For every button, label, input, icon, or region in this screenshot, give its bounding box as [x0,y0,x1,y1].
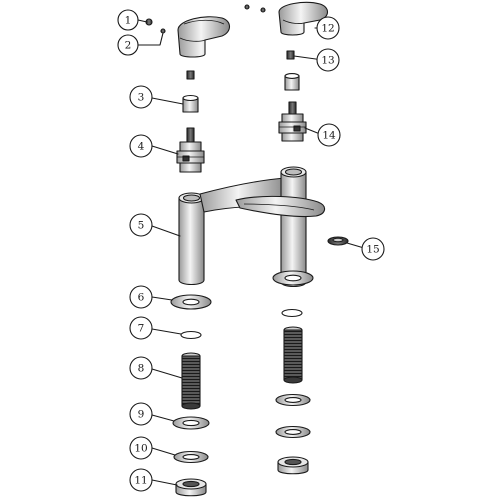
callout-12-label: 12 [321,23,334,35]
right-sleeve [284,73,300,91]
callout-11: 11 [129,468,153,492]
callout-10: 10 [129,436,153,460]
callout-9: 9 [129,402,153,426]
right-base-washer [272,270,314,286]
callout-4: 4 [129,134,153,158]
part-4-cartridge [176,127,205,173]
part-6-base-washer [170,294,212,310]
left-spindle-adapter [186,70,195,80]
callout-13: 13 [316,48,340,72]
part-14-cartridge [278,101,307,142]
callout-3-label: 3 [138,92,145,104]
part-8-threaded-shank [181,352,201,410]
callout-2: 2 [117,34,139,56]
callout-15: 15 [361,237,385,261]
callout-5: 5 [129,213,153,237]
left-handle [177,16,231,58]
callout-12: 12 [316,16,340,40]
callout-8: 8 [129,356,153,380]
part-7-o-ring [180,330,202,340]
part-9-washer [172,416,210,430]
callout-2-label: 2 [125,40,132,52]
part-11-nut [175,478,207,497]
callout-1-label: 1 [125,15,132,27]
part-3-sleeve [182,94,199,113]
part-12-right-handle [278,1,329,36]
right-washer-upper [275,393,311,407]
part-2-pin [160,28,166,34]
callout-6-label: 6 [138,292,145,304]
callout-14-label: 14 [322,130,336,142]
callout-4-label: 4 [138,141,145,153]
right-nut [277,456,309,475]
callout-13-label: 13 [321,55,334,67]
callout-8-label: 8 [138,363,145,375]
right-threaded-shank [283,326,303,384]
callout-11-label: 11 [134,475,147,487]
callout-3: 3 [129,85,153,109]
callout-9-label: 9 [138,409,145,421]
right-cap-screws [244,4,266,13]
callout-14: 14 [317,123,341,147]
right-washer-lower [275,425,311,439]
part-5-bridge-body [178,166,326,288]
part-15-aerator [327,236,349,246]
callout-15-label: 15 [366,244,379,256]
callout-7: 7 [129,316,153,340]
part-13-adapter [286,50,295,60]
callout-1: 1 [117,9,139,31]
callout-10-label: 10 [134,443,147,455]
callout-5-label: 5 [138,220,145,232]
part-10-washer [173,450,209,464]
callout-7-label: 7 [138,323,145,335]
right-o-ring [281,308,303,318]
leader-lines [137,19,365,486]
callout-6: 6 [129,285,153,309]
